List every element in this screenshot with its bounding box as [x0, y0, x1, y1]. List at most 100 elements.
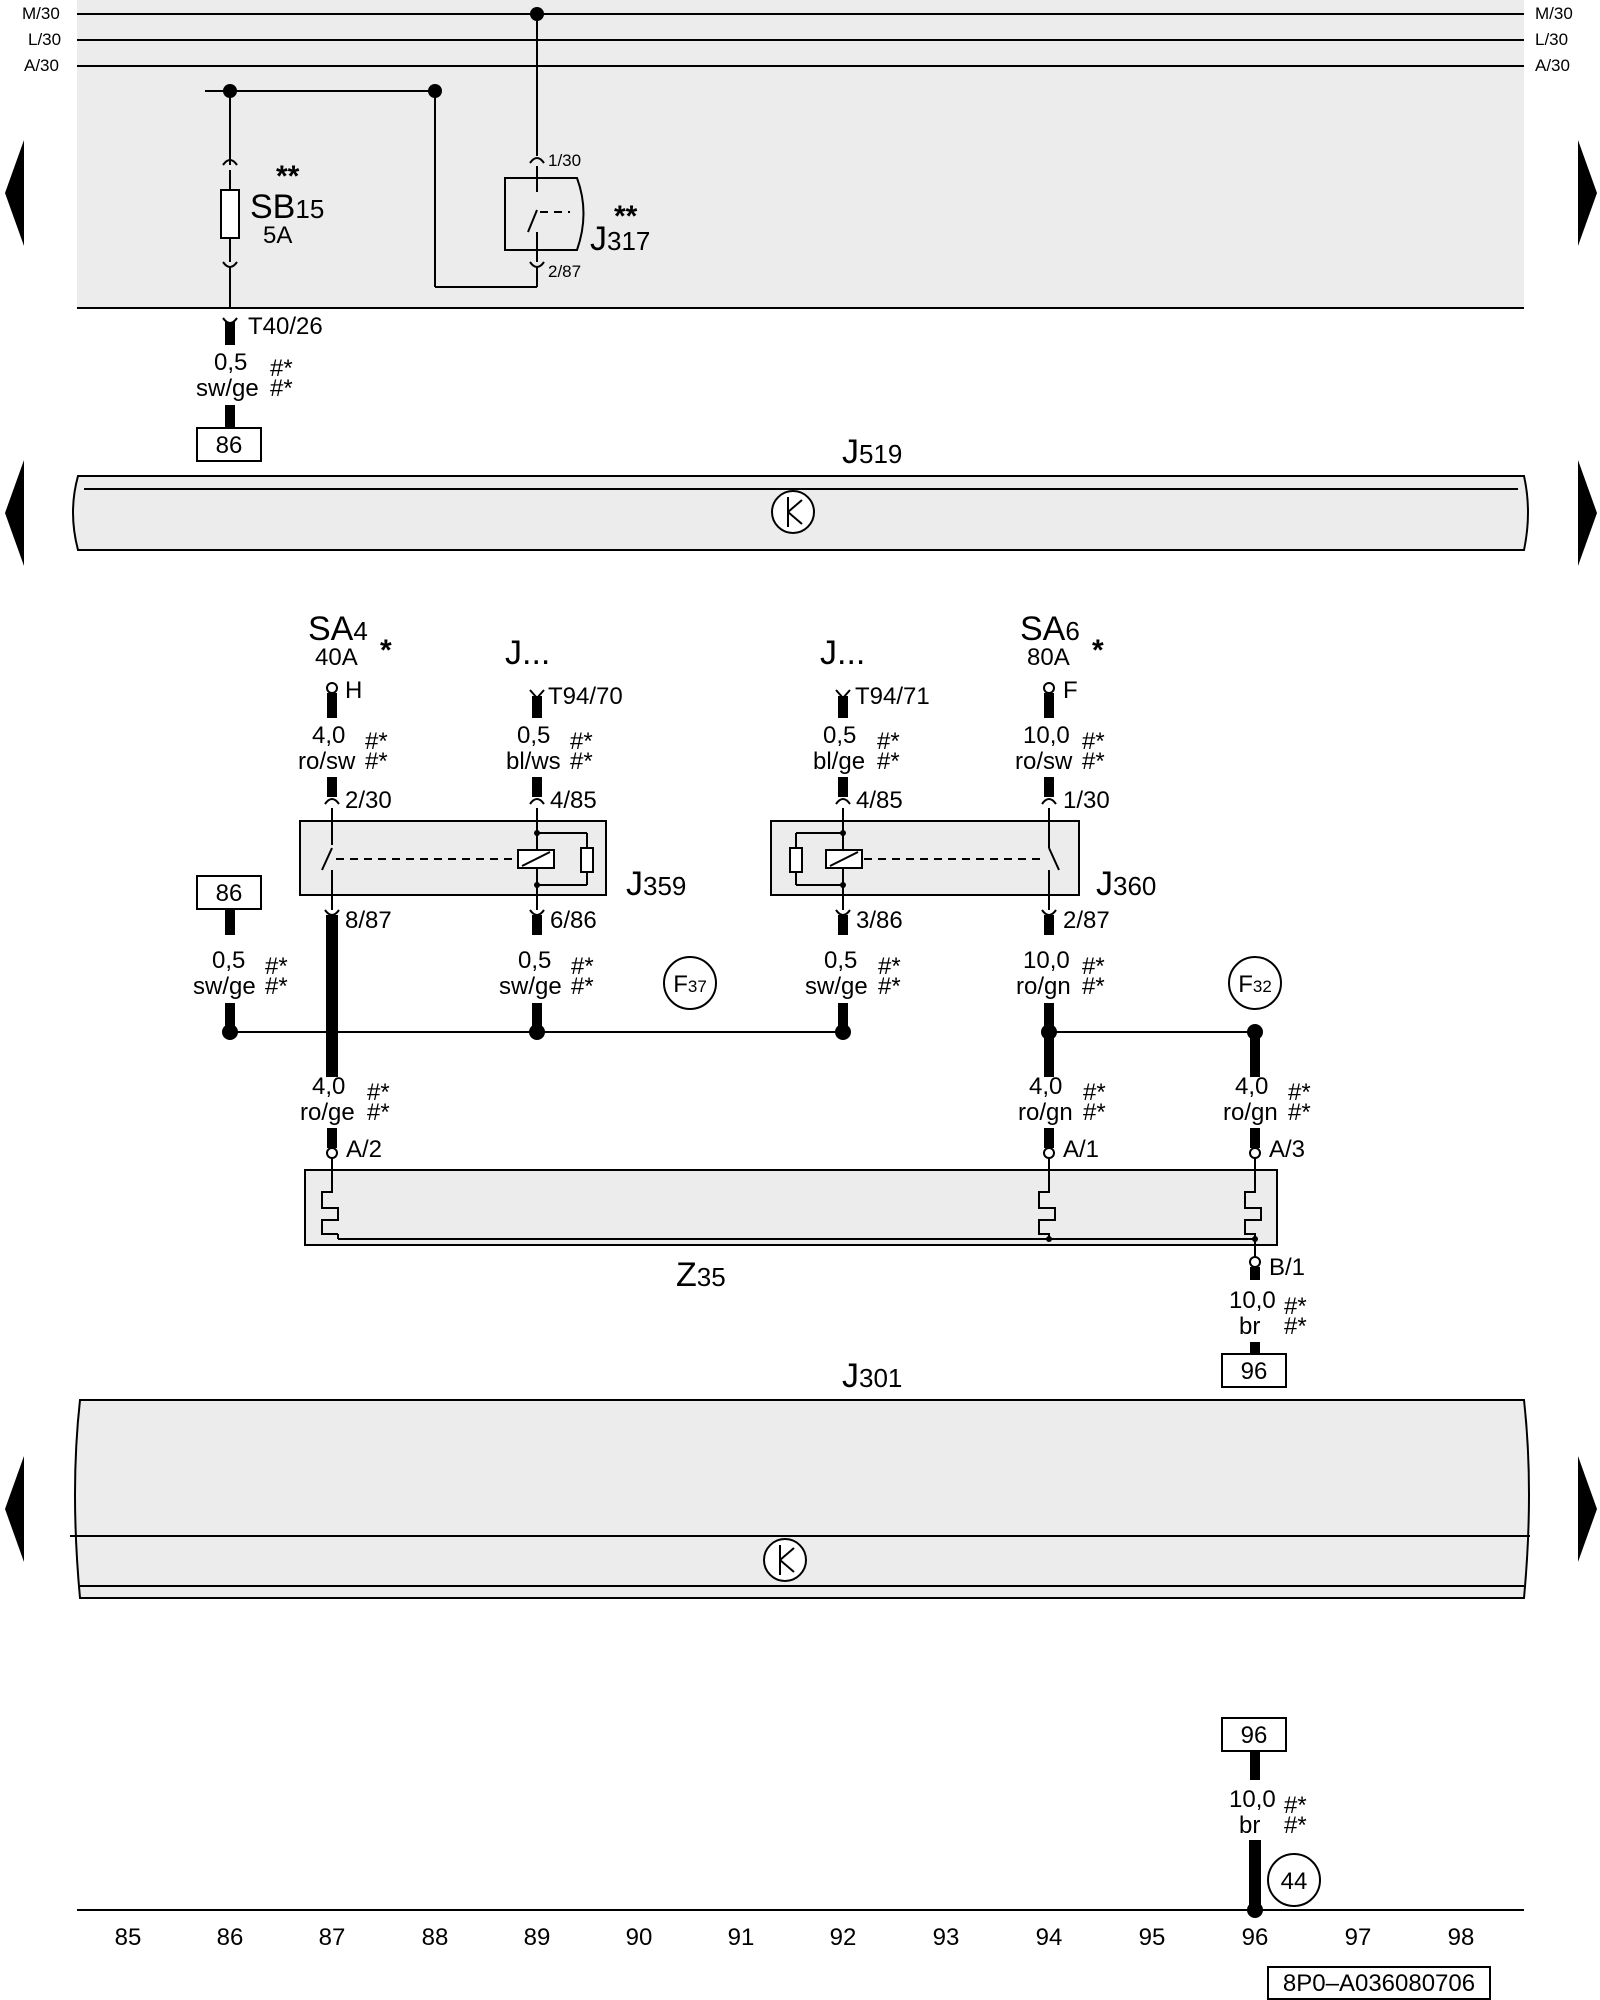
ruler-98: 98	[1448, 1924, 1475, 1951]
w-b1-size: 10,0	[1229, 1287, 1276, 1314]
j-left-label: J...	[505, 634, 550, 672]
w-a2-marks-bottom: #*	[367, 1099, 390, 1126]
j317-stars: **	[614, 200, 638, 233]
connector-t94-71: T94/71	[855, 683, 930, 710]
next-page-arrow-j519[interactable]	[1578, 460, 1597, 566]
j317-pin-top: 1/30	[548, 151, 581, 170]
w-ground-marks-top: #*	[1284, 1792, 1307, 1819]
w-86-marks-top: #*	[265, 953, 288, 980]
prev-page-arrow-j519[interactable]	[5, 460, 24, 566]
rail-label-l30-left: L/30	[28, 30, 61, 49]
w-a1-marks-bottom: #*	[1083, 1099, 1106, 1126]
w-b1-color: br	[1239, 1313, 1260, 1340]
sa6-pin: F	[1063, 677, 1078, 704]
f32-label: F32	[1238, 971, 1272, 998]
j317-pin-bottom: 2/87	[548, 262, 581, 281]
f32-marker	[1228, 956, 1282, 1010]
j359-pin-4-85: 4/85	[550, 787, 597, 814]
ruler-85: 85	[115, 1924, 142, 1951]
j359-pin-6-86: 6/86	[550, 907, 597, 934]
w-sa6-color: ro/sw	[1015, 748, 1073, 775]
sa4-pin: H	[345, 677, 362, 704]
rail-label-m30-left: M/30	[22, 4, 60, 23]
sa4-rating: 40A	[315, 644, 358, 671]
ref-96-mid-label[interactable]: 96	[1241, 1358, 1268, 1385]
j-left-supply: J... T94/70 0,5 #* bl/ws #* 4/85	[505, 634, 623, 814]
sa4-label: SA4	[308, 610, 368, 648]
w-t9471-color: bl/ge	[813, 748, 865, 775]
next-page-arrow-j301[interactable]	[1578, 1456, 1597, 1562]
w-sa4-marks-bottom: #*	[365, 748, 388, 775]
doc-id: 8P0–A036080706	[1283, 1970, 1475, 1997]
ref-box-86-mid[interactable]	[196, 875, 262, 910]
j317-label: J317	[590, 220, 650, 258]
heater-z35: Z35 B/1 10,0 #* br #* 96	[304, 1158, 1307, 1388]
sa6-star: *	[1092, 634, 1104, 667]
wire-sb15-color: sw/ge	[196, 375, 259, 402]
current-path-ruler: 85 86 87 88 89 90 91 92 93 94 95 96 97 9…	[77, 1909, 1524, 1951]
prev-page-arrow-top[interactable]	[5, 140, 24, 246]
z35-input-wires: 4,0 #* ro/ge #* A/2 4,0 #* ro/gn #* A/1 …	[300, 1073, 1311, 1163]
ref-96-bottom-label[interactable]: 96	[1241, 1722, 1268, 1749]
next-page-arrow-top[interactable]	[1578, 140, 1597, 246]
ref-86-top-label[interactable]: 86	[216, 432, 243, 459]
ruler-97: 97	[1345, 1924, 1372, 1951]
w-86-marks-bottom: #*	[265, 973, 288, 1000]
relay-j360: J360	[770, 808, 1156, 910]
ruler-90: 90	[626, 1924, 653, 1951]
sb15-branch: ** SB15 5A	[205, 84, 442, 308]
ruler-95: 95	[1139, 1924, 1166, 1951]
w-t9470-color: bl/ws	[506, 748, 561, 775]
ref-box-96-mid[interactable]	[1221, 1353, 1287, 1388]
sa6-rating: 80A	[1027, 644, 1070, 671]
j359-pin-2-30: 2/30	[345, 787, 392, 814]
w-a2-size: 4,0	[312, 1073, 345, 1100]
w-287-marks-top: #*	[1082, 953, 1105, 980]
w-686-color: sw/ge	[499, 973, 562, 1000]
w-t9470-marks-top: #*	[570, 728, 593, 755]
rail-label-m30-right: M/30	[1535, 4, 1573, 23]
w-t9470-marks-bottom: #*	[570, 748, 593, 775]
w-287-size: 10,0	[1023, 947, 1070, 974]
w-287-color: ro/gn	[1016, 973, 1071, 1000]
w-sa6-size: 10,0	[1023, 722, 1070, 749]
w-a2-marks-top: #*	[367, 1079, 390, 1106]
w-b1-marks-bottom: #*	[1284, 1313, 1307, 1340]
f37-marker	[663, 956, 717, 1010]
prev-page-arrow-j301[interactable]	[5, 1456, 24, 1562]
ruler-96: 96	[1242, 1924, 1269, 1951]
rail-label-a30-right: A/30	[1535, 56, 1570, 75]
w-386-size: 0,5	[824, 947, 857, 974]
w-sa4-size: 4,0	[312, 722, 345, 749]
doc-id-box	[1267, 1966, 1491, 2000]
j360-pin-4-85: 4/85	[856, 787, 903, 814]
w-a2-color: ro/ge	[300, 1099, 355, 1126]
w-sa6-marks-top: #*	[1082, 728, 1105, 755]
j301-label: J301	[842, 1357, 902, 1395]
w-ground-color: br	[1239, 1812, 1260, 1839]
wire-sb15-marks-top: #*	[270, 355, 293, 382]
fuse-panel-background	[77, 0, 1524, 308]
j360-pin-2-87: 2/87	[1063, 907, 1110, 934]
ref-86-mid-label[interactable]: 86	[216, 880, 243, 907]
relay-j317: 1/30 2/87 ** J317	[434, 7, 650, 288]
ruler-93: 93	[933, 1924, 960, 1951]
j301-control-unit-icon	[763, 1538, 807, 1582]
ruler-91: 91	[728, 1924, 755, 1951]
sb15-label: SB15	[250, 188, 324, 226]
w-86-size: 0,5	[212, 947, 245, 974]
ruler-87: 87	[319, 1924, 346, 1951]
j359-pin-8-87: 8/87	[345, 907, 392, 934]
wire-t40-26: T40/26 0,5 #* sw/ge #* 86	[196, 313, 323, 462]
w-287-marks-bottom: #*	[1082, 973, 1105, 1000]
w-a3-color: ro/gn	[1223, 1099, 1278, 1126]
sa6-label: SA6	[1020, 610, 1080, 648]
supply-rails: M/30 L/30 A/30 M/30 L/30 A/30	[22, 4, 1573, 75]
z35-pin-b1: B/1	[1269, 1254, 1305, 1281]
sb15-rating: 5A	[263, 222, 292, 249]
w-686-marks-bottom: #*	[571, 973, 594, 1000]
ruler-89: 89	[524, 1924, 551, 1951]
fuse-sb15	[220, 189, 240, 239]
ref-box-86-top[interactable]	[196, 427, 262, 462]
